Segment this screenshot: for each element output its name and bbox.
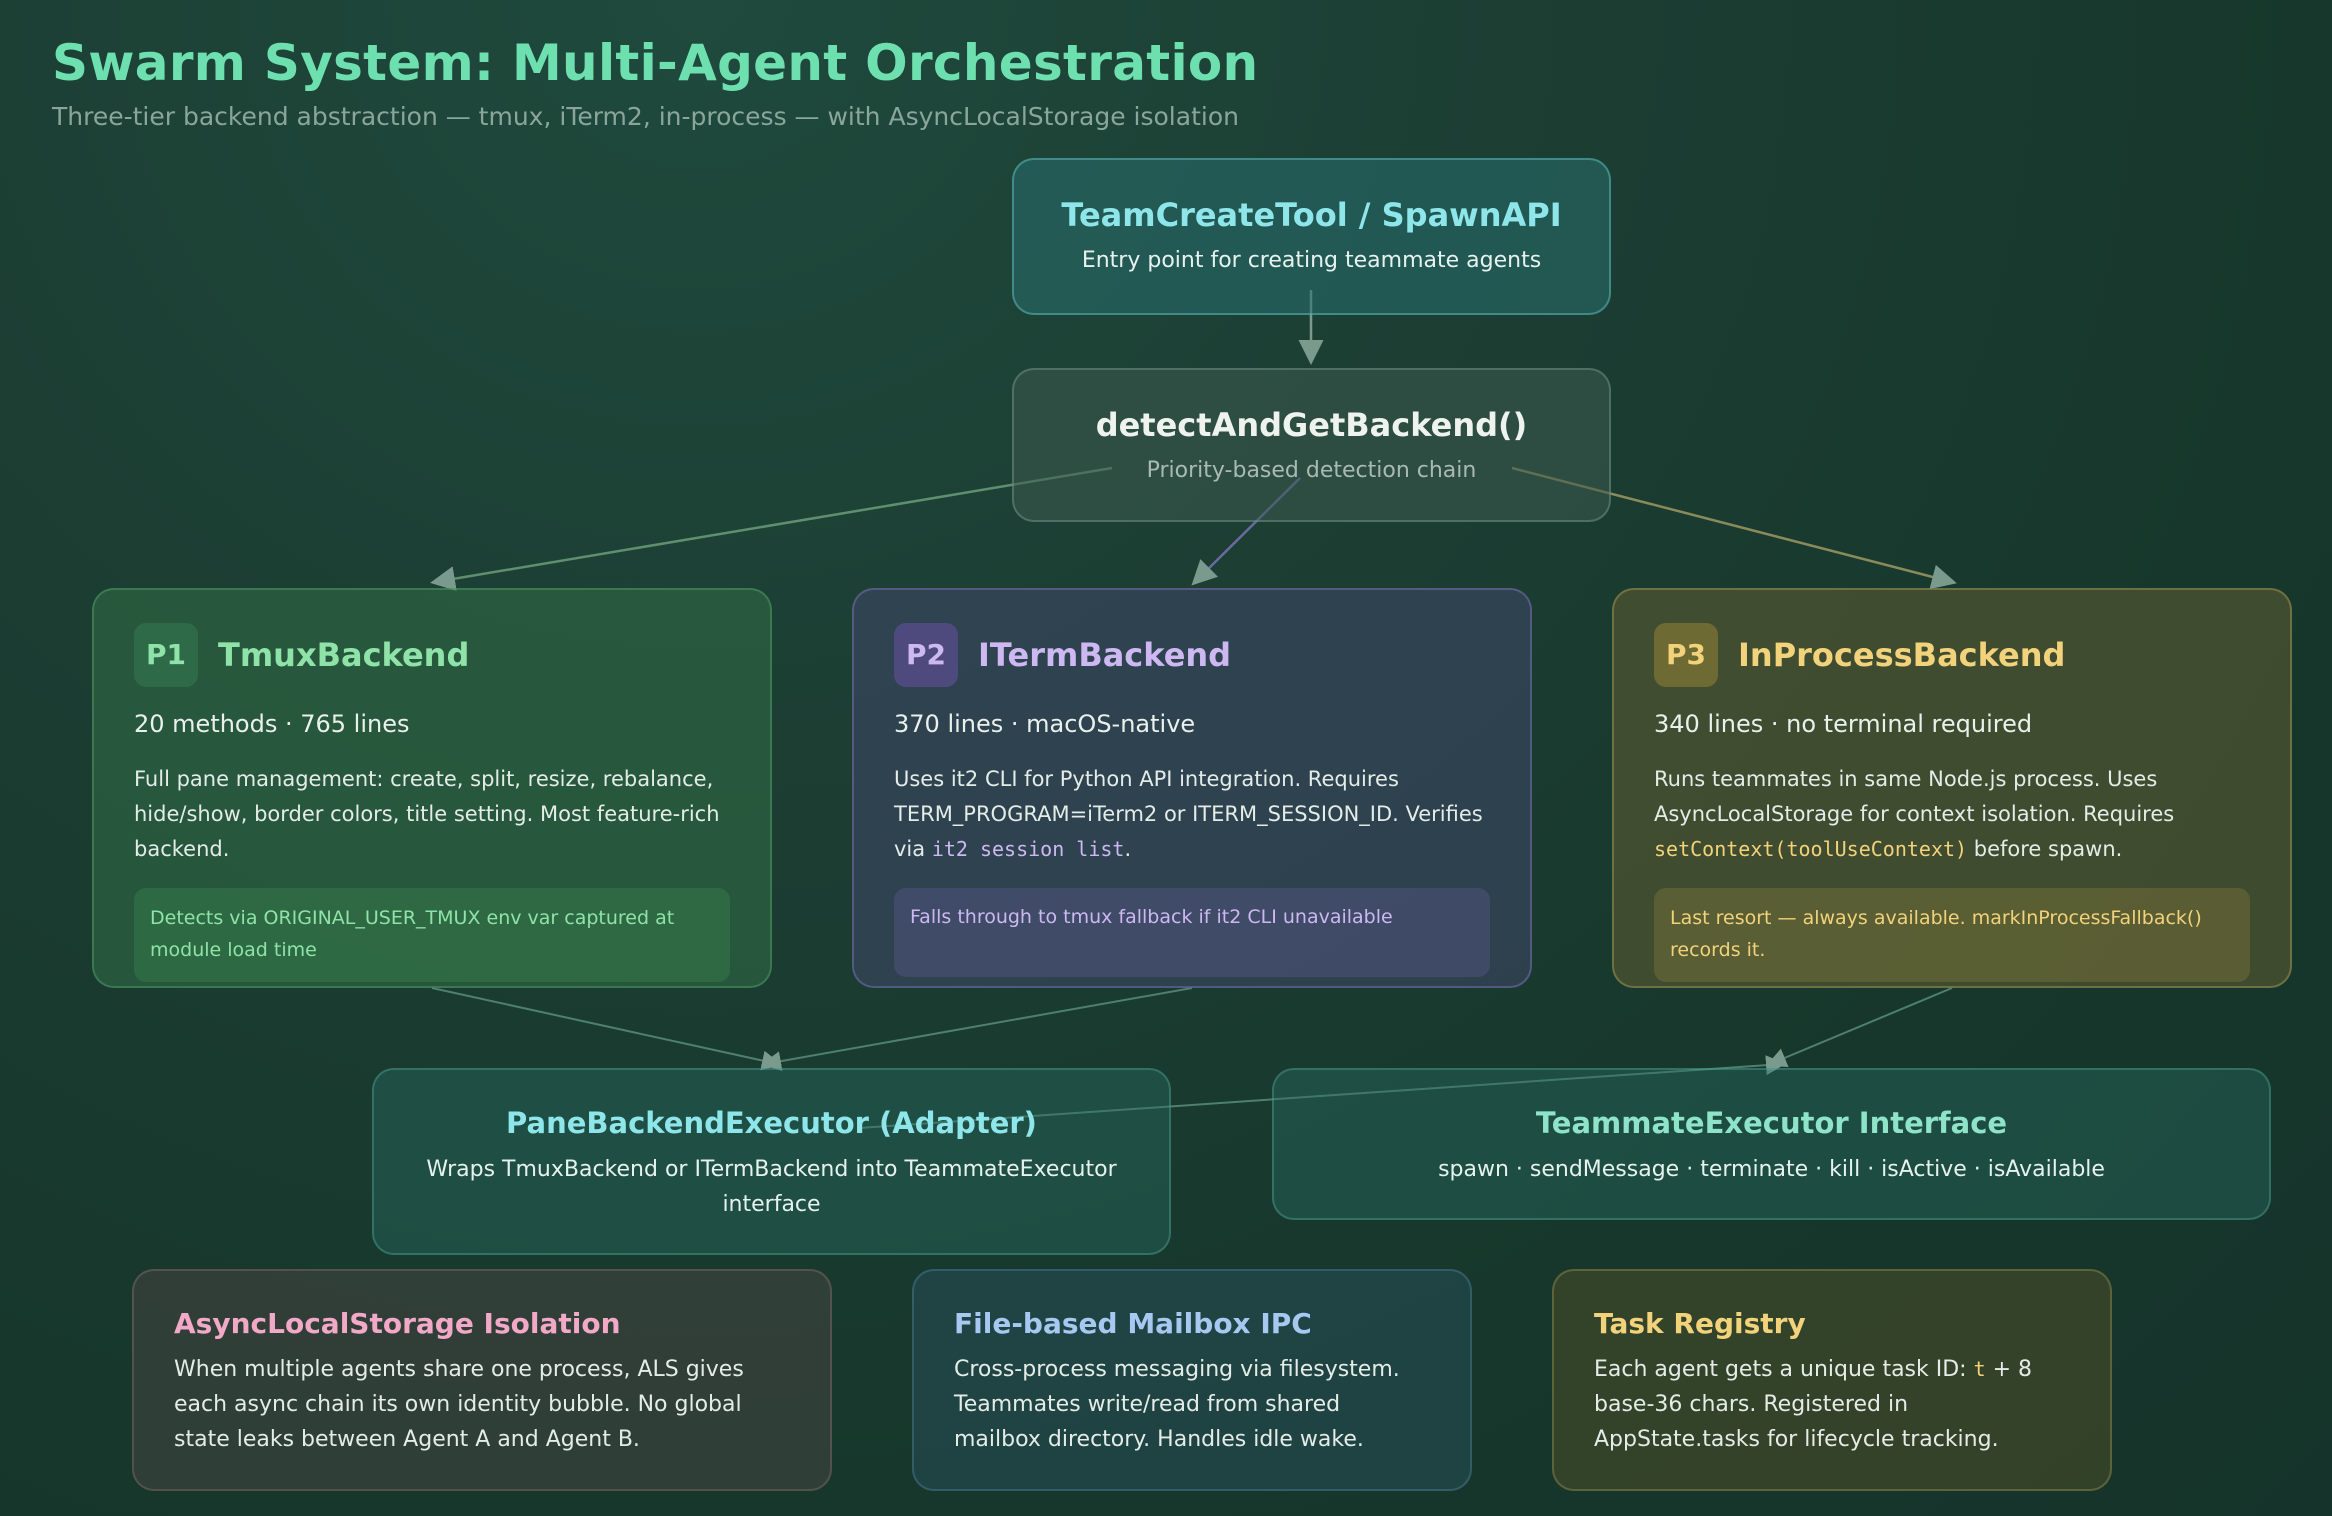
- interface-title: TeammateExecutor Interface: [1535, 1106, 2008, 1140]
- adapter-desc: Wraps TmuxBackend or ITermBackend into T…: [426, 1157, 1117, 1217]
- inprocess-backend-card: P3 InProcessBackend 340 lines · no termin…: [1612, 588, 2292, 988]
- arrow-iterm-to-adapter: [761, 987, 1193, 1072]
- card-body-text: Uses it2 CLI for Python API integration.…: [894, 767, 1483, 861]
- priority-badge: P2: [894, 623, 958, 687]
- detect-node-title: detectAndGetBackend(): [1095, 406, 1528, 444]
- card-meta: 20 methods · 765 lines: [134, 710, 410, 738]
- pane-backend-executor: PaneBackendExecutor (Adapter) Wraps Tmux…: [372, 1068, 1171, 1255]
- page-subtitle: Three-tier backend abstraction — tmux, i…: [52, 102, 1239, 131]
- entry-node-title: TeamCreateTool / SpawnAPI: [1061, 196, 1562, 234]
- card-body-end: .: [1124, 837, 1132, 861]
- card-meta: 370 lines · macOS-native: [894, 710, 1196, 738]
- feature-desc: Each agent gets a unique task ID: t + 8 …: [1594, 1352, 2070, 1457]
- arrow-inproc-to-interface: [1766, 987, 1953, 1068]
- card-note: Detects via ORIGINAL_USER_TMUX env var c…: [134, 888, 730, 982]
- feature-title: AsyncLocalStorage Isolation: [174, 1307, 621, 1340]
- mailbox-ipc-box: File-based Mailbox IPC Cross-process mes…: [912, 1269, 1472, 1491]
- entry-node: TeamCreateTool / SpawnAPI Entry point fo…: [1012, 158, 1611, 315]
- card-note: Last resort — always available. markInPr…: [1654, 888, 2250, 982]
- card-body-end: before spawn.: [1967, 837, 2123, 861]
- arrow-tmux-to-adapter: [431, 987, 782, 1071]
- card-body: Full pane management: create, split, res…: [134, 767, 720, 861]
- page-title: Swarm System: Multi-Agent Orchestration: [52, 34, 1259, 92]
- card-body: Uses it2 CLI for Python API integration.…: [894, 762, 1494, 867]
- feature-title: File-based Mailbox IPC: [954, 1307, 1312, 1340]
- card-title: TmuxBackend: [218, 636, 470, 674]
- tmux-backend-card: P1 TmuxBackend 20 methods · 765 lines Ful…: [92, 588, 772, 988]
- code-snippet: t: [1973, 1357, 1986, 1381]
- interface-methods: spawn · sendMessage · terminate · kill ·…: [1438, 1157, 2105, 1182]
- als-isolation-box: AsyncLocalStorage Isolation When multipl…: [132, 1269, 832, 1491]
- feature-desc: Cross-process messaging via filesystem. …: [954, 1357, 1400, 1452]
- card-note: Falls through to tmux fallback if it2 CL…: [894, 888, 1490, 977]
- feature-title: Task Registry: [1594, 1307, 1806, 1340]
- adapter-title: PaneBackendExecutor (Adapter): [506, 1106, 1037, 1140]
- teammate-executor-interface: TeammateExecutor Interface spawn · sendM…: [1272, 1068, 2271, 1220]
- card-body-text: Runs teammates in same Node.js process. …: [1654, 767, 2175, 826]
- task-registry-box: Task Registry Each agent gets a unique t…: [1552, 1269, 2112, 1491]
- arrow-detect-to-tmux: [430, 466, 1113, 592]
- card-title: InProcessBackend: [1738, 636, 2066, 674]
- card-meta: 340 lines · no terminal required: [1654, 710, 2033, 738]
- detect-node-desc: Priority-based detection chain: [1146, 458, 1477, 483]
- detect-node: detectAndGetBackend() Priority-based det…: [1012, 368, 1611, 522]
- card-body: Runs teammates in same Node.js process. …: [1654, 762, 2254, 867]
- code-snippet: setContext(toolUseContext): [1654, 837, 1968, 861]
- feature-desc-end: + 8 base-36 chars. Registered in AppStat…: [1594, 1357, 2033, 1452]
- priority-badge: P1: [134, 623, 198, 687]
- priority-badge: P3: [1654, 623, 1718, 687]
- code-snippet: it2 session list: [931, 837, 1125, 861]
- card-title: ITermBackend: [978, 636, 1232, 674]
- entry-node-desc: Entry point for creating teammate agents: [1081, 248, 1542, 273]
- arrow-adapter-to-interface: [859, 1055, 1786, 1129]
- feature-desc: When multiple agents share one process, …: [174, 1357, 744, 1452]
- feature-desc-text: Each agent gets a unique task ID:: [1594, 1357, 1974, 1382]
